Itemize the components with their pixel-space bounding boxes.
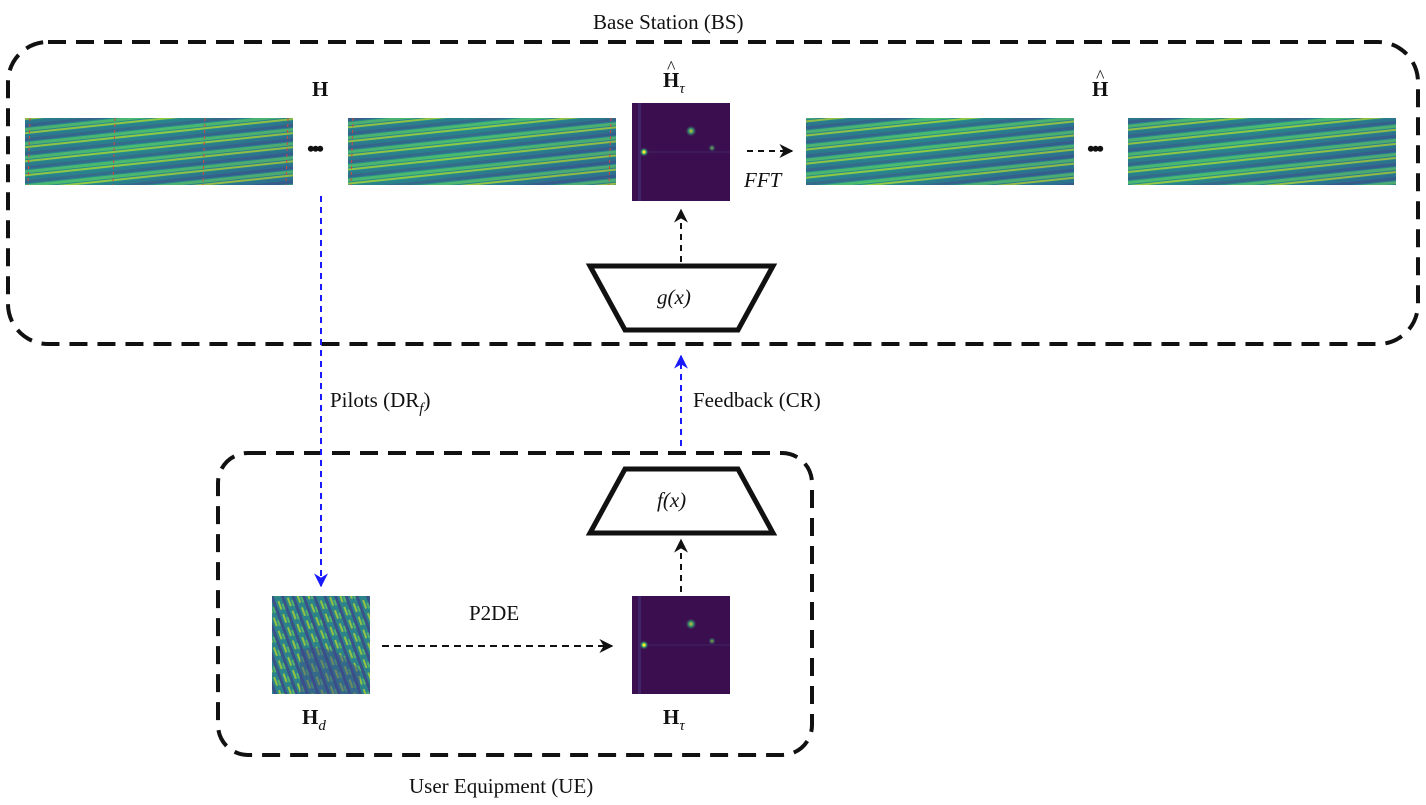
- heatmap-h-strip-1: [25, 117, 293, 186]
- label-h-tau-hat: Hτ: [663, 70, 685, 97]
- label-feedback: Feedback (CR): [693, 388, 821, 412]
- label-h-tau: Hτ: [663, 705, 685, 734]
- label-h-hat: H: [1092, 79, 1108, 100]
- user-equipment-title: User Equipment (UE): [409, 774, 594, 798]
- heatmap-h-hat-strip-1: [806, 118, 1074, 185]
- ellipsis-icon-left: •••: [307, 136, 324, 161]
- label-pilots: Pilots (DRf): [330, 388, 431, 417]
- label-decoder: g(x): [657, 285, 691, 309]
- heatmap-h-hat-strip-2: [1128, 118, 1396, 185]
- label-encoder: f(x): [657, 488, 687, 512]
- heatmap-h-tau-hat: [632, 103, 730, 201]
- trapezoid-encoder: [585, 466, 778, 536]
- base-station-title: Base Station (BS): [593, 10, 744, 34]
- ellipsis-icon-right: •••: [1087, 136, 1104, 161]
- user-equipment-box: [216, 451, 814, 757]
- label-fft: FFT: [744, 168, 782, 192]
- heatmap-h-strip-2: [348, 117, 616, 186]
- trapezoid-decoder: [585, 263, 778, 333]
- heatmap-h-d: [272, 596, 370, 694]
- label-h: H: [312, 77, 329, 101]
- base-station-box: [6, 40, 1420, 346]
- label-p2de: P2DE: [469, 601, 520, 625]
- heatmap-h-tau: [632, 596, 730, 694]
- label-h-d: Hd: [302, 705, 326, 734]
